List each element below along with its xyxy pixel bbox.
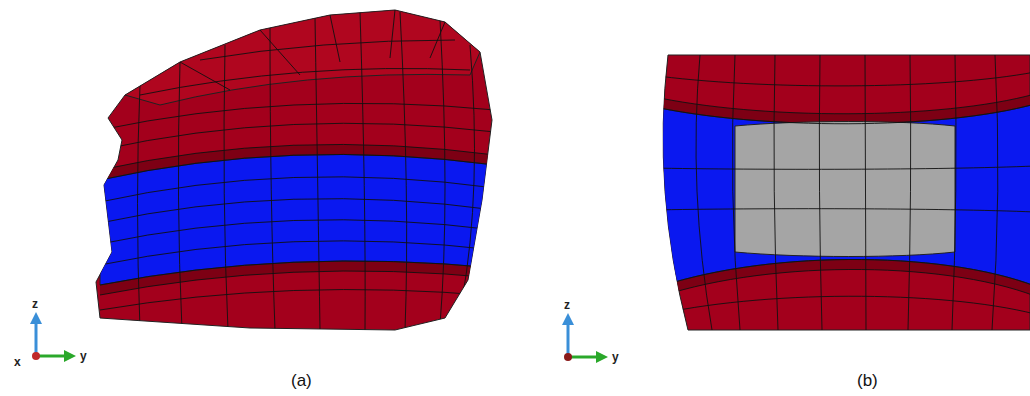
mesh-b — [650, 55, 1030, 330]
axis-label: y — [612, 351, 619, 363]
axis-label: x — [14, 356, 21, 368]
axis-label: y — [80, 350, 87, 362]
panel-label: (b) — [857, 372, 878, 389]
panel-label: (a) — [291, 372, 312, 389]
axis-label: z — [564, 299, 570, 311]
mesh-a — [96, 10, 495, 330]
axis-triad-b — [562, 313, 608, 363]
axis-triad-a — [30, 312, 76, 362]
axis-label: z — [32, 298, 38, 310]
